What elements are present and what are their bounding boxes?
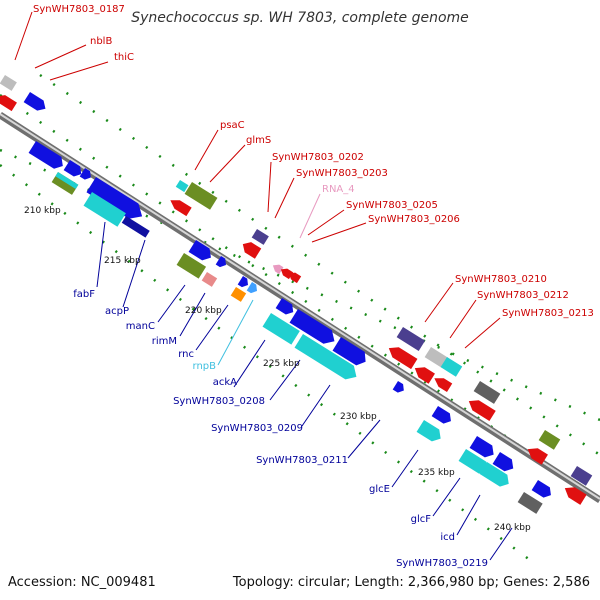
gene-red-0212b[interactable] bbox=[412, 363, 435, 384]
gene-fabF-cyan[interactable] bbox=[55, 172, 79, 189]
gene-red-0213b[interactable] bbox=[432, 374, 453, 393]
gene-RNA_4[interactable] bbox=[271, 262, 284, 275]
gene-olive-right[interactable] bbox=[538, 430, 561, 450]
leader-lines-bottom bbox=[96, 221, 513, 561]
genes-below bbox=[28, 141, 554, 514]
label-thiC: thiC bbox=[114, 52, 134, 63]
gene-icd[interactable] bbox=[479, 462, 513, 490]
gene-red-right-3[interactable] bbox=[562, 483, 587, 505]
genome-backbone bbox=[0, 112, 600, 503]
gene-glcE-blue[interactable] bbox=[431, 406, 454, 426]
label-SynWH7803_0219: SynWH7803_0219 bbox=[396, 558, 488, 569]
label-SynWH7803_0209: SynWH7803_0209 bbox=[211, 423, 303, 434]
label-psaC: psaC bbox=[220, 120, 245, 131]
label-SynWH7803_0187: SynWH7803_0187 bbox=[33, 4, 125, 15]
label-rnc: rnc bbox=[178, 349, 194, 360]
genes-forward bbox=[0, 75, 593, 505]
leader-lines-top bbox=[14, 11, 501, 349]
gene-SynWH7803_0209-blue[interactable] bbox=[332, 337, 370, 369]
gene-SynWH7803_0208[interactable] bbox=[294, 334, 361, 384]
gene-glcF-blue-2[interactable] bbox=[492, 452, 517, 474]
gene-red-small-1[interactable] bbox=[168, 196, 192, 217]
gene-blue-cluster-1[interactable] bbox=[28, 141, 67, 172]
gene-psaC[interactable] bbox=[175, 180, 189, 193]
accession-text: Accession: NC_009481 bbox=[8, 575, 156, 590]
gene-blue-cluster-4[interactable] bbox=[86, 177, 146, 224]
gene-thiC[interactable] bbox=[0, 92, 17, 112]
gene-red-right-1[interactable] bbox=[466, 396, 496, 422]
gene-acpP[interactable] bbox=[83, 192, 126, 227]
label-rnpB: rnpB bbox=[193, 361, 217, 372]
gene-glcF[interactable] bbox=[458, 449, 492, 477]
gene-gray-right-1[interactable] bbox=[473, 381, 501, 404]
gene-red-0210b[interactable] bbox=[386, 343, 418, 370]
gene-blue-cluster-2[interactable] bbox=[63, 160, 85, 179]
gene-blue-ackA[interactable] bbox=[275, 298, 297, 317]
label-manC: manC bbox=[126, 321, 155, 332]
gene-SynWH7803_0213[interactable] bbox=[440, 357, 463, 377]
gene-ackA[interactable] bbox=[262, 313, 300, 345]
label-fabF: fabF bbox=[73, 289, 95, 300]
label-SynWH7803_0205: SynWH7803_0205 bbox=[346, 200, 438, 211]
tick-220: 220 kbp bbox=[185, 306, 222, 316]
label-SynWH7803_0212: SynWH7803_0212 bbox=[477, 290, 569, 301]
label-SynWH7803_0210: SynWH7803_0210 bbox=[455, 274, 547, 285]
leader-line-rnpB bbox=[217, 299, 254, 366]
label-glmS: glmS bbox=[246, 135, 271, 146]
label-SynWH7803_0208: SynWH7803_0208 bbox=[173, 396, 265, 407]
topology-text: Topology: circular; Length: 2,366,980 bp… bbox=[232, 575, 590, 590]
gene-glcF-blue[interactable] bbox=[469, 436, 498, 461]
labels-top: SynWH7803_0187 nblB thiC psaC glmS SynWH… bbox=[33, 4, 594, 319]
gene-purple-cluster[interactable] bbox=[121, 216, 150, 238]
gene-SynWH7803_0203[interactable] bbox=[240, 239, 262, 259]
gene-SynWH7803_0208-blue[interactable] bbox=[289, 309, 339, 348]
gene-rnc[interactable] bbox=[230, 287, 247, 302]
tick-230: 230 kbp bbox=[340, 412, 377, 422]
gene-SynWH7803_0210[interactable] bbox=[396, 327, 426, 351]
gene-glcE[interactable] bbox=[416, 420, 445, 445]
gene-SynWH7803_0219[interactable] bbox=[517, 492, 543, 514]
gene-SynWH7803_0187[interactable] bbox=[0, 75, 17, 91]
gene-blue-small-a[interactable] bbox=[215, 256, 229, 269]
label-rimM: rimM bbox=[152, 336, 177, 347]
label-nblB: nblB bbox=[90, 36, 112, 47]
gene-blue-manC[interactable] bbox=[188, 240, 215, 264]
gene-SynWH7803_0212[interactable] bbox=[424, 347, 448, 368]
tick-225: 225 kbp bbox=[263, 359, 300, 369]
leader-line-rna4 bbox=[299, 193, 321, 239]
gene-blue-cluster-3[interactable] bbox=[79, 168, 94, 182]
gene-manC[interactable] bbox=[176, 253, 207, 279]
label-glcF: glcF bbox=[411, 514, 432, 525]
label-SynWH7803_0203: SynWH7803_0203 bbox=[296, 168, 388, 179]
map-title: Synechococcus sp. WH 7803, complete geno… bbox=[131, 10, 469, 26]
tick-210: 210 kbp bbox=[24, 206, 61, 216]
gene-rimM[interactable] bbox=[201, 272, 218, 287]
gene-blue-right[interactable] bbox=[531, 480, 554, 500]
tick-215: 215 kbp bbox=[104, 256, 141, 266]
label-glcE: glcE bbox=[369, 484, 390, 495]
tick-235: 235 kbp bbox=[418, 468, 455, 478]
gene-SynWH7803_0206[interactable] bbox=[287, 270, 302, 284]
gene-rnpB-arrow[interactable] bbox=[246, 282, 260, 295]
label-icd: icd bbox=[440, 532, 455, 543]
label-acpP: acpP bbox=[105, 306, 129, 317]
gene-blue-rnc[interactable] bbox=[237, 276, 251, 289]
gene-SynWH7803_0202[interactable] bbox=[251, 229, 269, 245]
guide-rails bbox=[0, 73, 600, 562]
gene-nblB[interactable] bbox=[23, 92, 49, 114]
label-SynWH7803_0213: SynWH7803_0213 bbox=[502, 308, 594, 319]
label-ackA: ackA bbox=[213, 377, 237, 388]
gene-glmS[interactable] bbox=[184, 182, 218, 210]
label-RNA_4: RNA_4 bbox=[322, 184, 355, 195]
label-SynWH7803_0206: SynWH7803_0206 bbox=[368, 214, 460, 225]
label-SynWH7803_0202: SynWH7803_0202 bbox=[272, 152, 364, 163]
label-SynWH7803_0211: SynWH7803_0211 bbox=[256, 455, 348, 466]
labels-bottom: fabF acpP manC rimM rnc rnpB ackA SynWH7… bbox=[73, 289, 488, 569]
gene-purple-right[interactable] bbox=[570, 466, 593, 486]
tick-labels: 210 kbp 215 kbp 220 kbp 225 kbp 230 kbp … bbox=[24, 206, 531, 533]
gene-SynWH7803_0211-arrow[interactable] bbox=[392, 381, 407, 395]
tick-240: 240 kbp bbox=[494, 523, 531, 533]
gene-red-right-2[interactable] bbox=[525, 444, 548, 465]
